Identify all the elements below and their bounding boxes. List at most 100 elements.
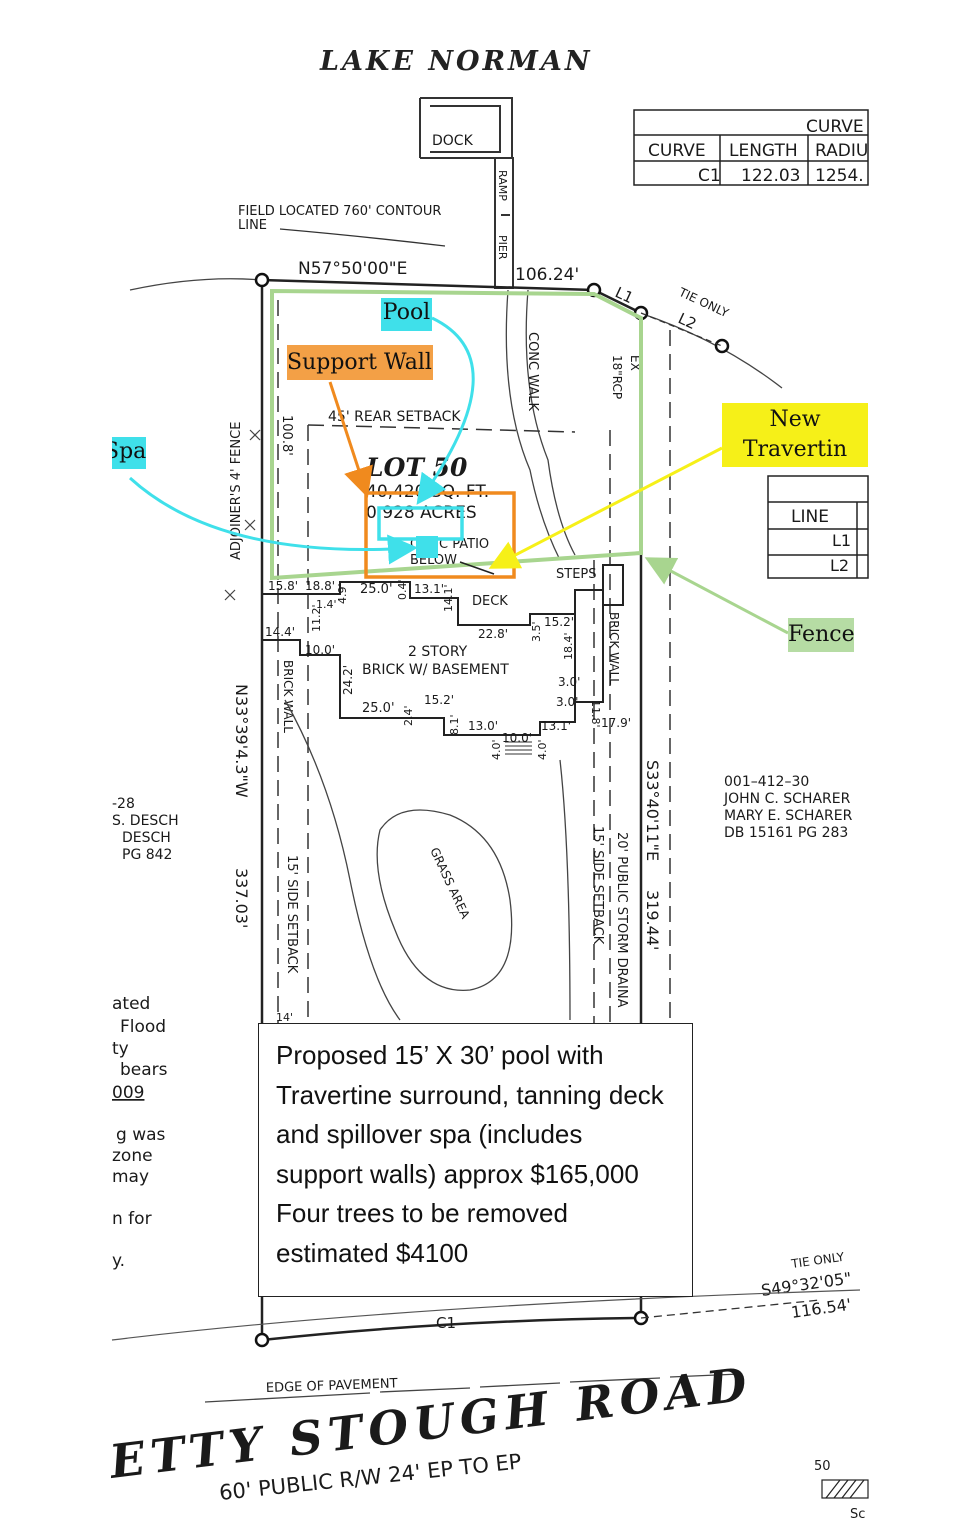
spa-marker xyxy=(416,536,438,558)
dim-0-4: 0.4' xyxy=(396,579,409,600)
c1-label: C1 xyxy=(436,1314,456,1332)
pool-arrow xyxy=(416,316,475,505)
deck-label: DECK xyxy=(472,594,508,609)
proposal-note-box: Proposed 15’ X 30’ pool with Travertine … xyxy=(258,1023,693,1297)
left-note-3: ty xyxy=(112,1039,129,1059)
brick-wall-left: BRICK WALL xyxy=(281,660,295,733)
l1-label: L1 xyxy=(612,283,636,307)
fence-arrow xyxy=(644,557,789,635)
dim-17-9: 17.9' xyxy=(601,716,631,730)
scale-label: Sc xyxy=(850,1507,865,1522)
east-distance: 319.44' xyxy=(643,890,662,950)
conc-walk-label: CONC WALK xyxy=(525,332,540,412)
pier-label: PIER xyxy=(496,235,509,260)
field-located-label: FIELD LOCATED 760' CONTOUR xyxy=(238,204,441,219)
left-note-4: bears xyxy=(120,1060,168,1080)
dim-24-2: 24.2' xyxy=(341,665,355,695)
neighbor-left-1: -28 xyxy=(112,796,135,812)
neighbor-left-4: PG 842 xyxy=(122,847,172,863)
south-distance: 116.54' xyxy=(790,1295,852,1322)
spa-arrow xyxy=(128,476,418,565)
neighbor-right-1: 001–412–30 xyxy=(724,774,809,790)
left-note-7: g was xyxy=(116,1125,166,1145)
adjoiner-fence-label: ADJOINER'S 4' FENCE xyxy=(229,422,244,560)
left-note-5: 009 xyxy=(112,1083,144,1103)
left-note-2: Flood xyxy=(120,1017,166,1037)
neighbor-left-2: S. DESCH xyxy=(112,813,179,829)
dim-4-0-a: 4.0' xyxy=(490,739,503,760)
curve-row-c1: C1 xyxy=(698,166,721,186)
setback-lines xyxy=(277,300,671,1025)
west-bearing: N33°39'4.3"W xyxy=(232,684,251,798)
support-walls-arrow xyxy=(328,381,373,498)
left-note-9: may xyxy=(112,1167,149,1187)
scale-number: 50 xyxy=(814,1459,831,1474)
grass-area-label: GRASS AREA xyxy=(427,845,472,921)
west-distance: 337.03' xyxy=(232,868,251,928)
support-walls-callout: Support Walls xyxy=(287,345,433,380)
dim-25-0-top: 25.0' xyxy=(360,582,393,597)
rcp-label: 18"RCP xyxy=(610,355,624,399)
dim-15-2-bottom: 15.2' xyxy=(424,693,454,707)
storm-drain-label: 20' PUBLIC STORM DRAINA xyxy=(614,832,629,1008)
curve-col-length: LENGTH xyxy=(729,141,798,161)
curve-row-length: 122.03 xyxy=(741,166,800,186)
dim-13-1-bottom: 13.1' xyxy=(541,719,571,733)
grass-area-outline xyxy=(284,699,571,1021)
dim-14: 14' xyxy=(276,1011,293,1024)
line-row-l2: L2 xyxy=(830,556,849,575)
line-row-l1: L1 xyxy=(832,531,851,550)
lake-norman-title: LAKE NORMAN xyxy=(320,46,593,77)
lot-acres: 0.928 ACRES xyxy=(366,503,477,523)
dim-11-2: 11.2' xyxy=(310,604,323,632)
adjoiner-fence-marks xyxy=(224,429,261,601)
curve-table xyxy=(633,109,869,186)
dim-2-4: 2.4' xyxy=(402,705,415,726)
edge-pavement-label: EDGE OF PAVEMENT xyxy=(266,1376,398,1396)
dim-3-0-a: 3.0' xyxy=(558,675,580,689)
dim-10-0-bottom: 10.0' xyxy=(502,731,532,745)
curve-row-radius: 1254. xyxy=(815,166,864,186)
travertine-decking-callout: New Travertin Decking xyxy=(722,403,868,467)
l2-label: L2 xyxy=(675,309,699,333)
pool-callout: Pool xyxy=(381,298,432,331)
travertine-arrow xyxy=(488,446,723,569)
brick-basement-label: BRICK W/ BASEMENT xyxy=(362,662,509,678)
ramp-label: RAMP xyxy=(496,170,509,201)
spa-callout: Spa xyxy=(112,437,146,469)
dim-25-0-bottom: 25.0' xyxy=(362,701,395,716)
north-bearing: N57°50'00"E xyxy=(298,259,407,279)
north-distance: 106.24' xyxy=(515,265,579,285)
house-footprint xyxy=(262,564,624,736)
dim-10-0-left: 10.0' xyxy=(305,643,335,657)
neighbor-left-3: DESCH xyxy=(122,830,171,846)
dim-15-8: 15.8' xyxy=(268,579,298,593)
side-setback-left: 15' SIDE SETBACK xyxy=(284,855,299,974)
house-stoop xyxy=(505,741,532,755)
line-col-line: LINE xyxy=(791,507,829,527)
left-note-13: y. xyxy=(112,1251,125,1271)
dim-3-0-b: 3.0' xyxy=(556,695,578,709)
dim-14-4: 14.4' xyxy=(265,625,295,639)
side-setback-right: 15' SIDE SETBACK xyxy=(590,826,605,945)
south-bearing: S49°32'05" xyxy=(760,1268,853,1299)
neighbor-right-2: JOHN C. SCHARER xyxy=(723,791,851,807)
left-note-11: n for xyxy=(112,1209,152,1229)
lot-label: LOT 50 xyxy=(365,453,468,482)
dim-100-8: 100.8' xyxy=(279,415,294,456)
field-located-label-2: LINE xyxy=(238,218,267,233)
dim-4-0-b: 4.0' xyxy=(536,739,549,760)
left-note-1: ated xyxy=(112,994,150,1014)
brick-wall-right: BRICK WALL xyxy=(607,612,621,685)
line-table xyxy=(767,475,869,579)
boundary-markers xyxy=(254,272,730,1348)
dock xyxy=(419,97,514,289)
dim-11-8: 11.8' xyxy=(589,700,602,728)
dim-22-8: 22.8' xyxy=(478,627,508,641)
dim-18-8: 18.8' xyxy=(305,579,335,593)
scale-bar xyxy=(821,1479,869,1499)
ex-label: EX xyxy=(628,355,642,371)
below-arrow xyxy=(459,561,495,575)
fence-outline xyxy=(270,288,643,581)
east-bearing: S33°40'11"E xyxy=(643,760,662,861)
